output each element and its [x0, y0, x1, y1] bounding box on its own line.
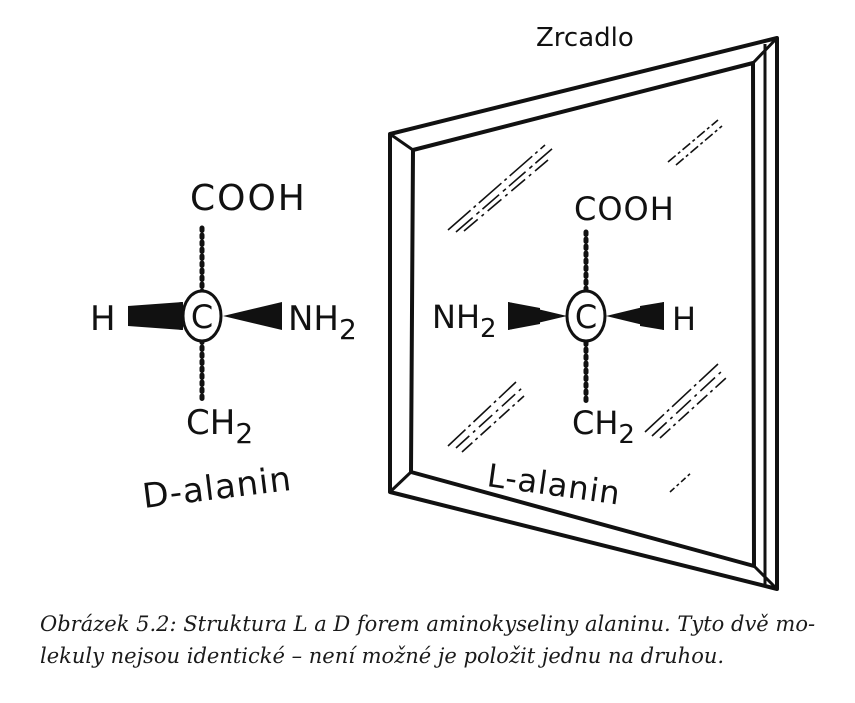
- d-alanin-name: D-alanin: [140, 459, 294, 517]
- d-center-atom: C: [191, 298, 213, 336]
- d-bottom-group-sub: 2: [235, 417, 253, 450]
- l-bottom-group-main: CH: [572, 404, 618, 442]
- l-center-atom: C: [575, 298, 597, 336]
- d-right-group: NH2: [288, 299, 357, 346]
- mirror-glare: [447, 119, 727, 493]
- d-right-group-main: NH: [288, 299, 339, 339]
- d-bottom-group: CH2: [186, 403, 253, 450]
- d-bottom-group-main: CH: [186, 403, 235, 443]
- l-bottom-group-sub: 2: [618, 420, 635, 450]
- d-center-ring: [181, 289, 223, 343]
- d-top-group: COOH: [190, 178, 307, 219]
- l-right-group: H: [672, 300, 696, 338]
- mirror-label: Zrcadlo: [536, 23, 634, 53]
- d-alanin-molecule: C COOH H NH2 CH2 D-alanin: [90, 178, 357, 517]
- l-alanin-molecule: C COOH NH2 H CH2 L-alanin: [432, 190, 696, 513]
- l-bottom-group: CH2: [572, 404, 635, 450]
- l-left-group: NH2: [432, 298, 497, 344]
- alanine-mirror-diagram: C COOH H NH2 CH2 D-alanin Zrcadlo: [90, 23, 779, 591]
- d-wedge-left-tip: [128, 302, 183, 330]
- l-left-group-main: NH: [432, 298, 480, 336]
- caption-line-2: lekuly nejsou identické – není možné je …: [40, 644, 725, 668]
- l-center-ring: [565, 289, 607, 343]
- d-wedge-right: [223, 302, 282, 330]
- l-top-group: COOH: [574, 190, 675, 228]
- d-left-group: H: [90, 299, 116, 339]
- figure-caption: Obrázek 5.2: Struktura L a D forem amino…: [40, 608, 830, 672]
- caption-line-1: Obrázek 5.2: Struktura L a D forem amino…: [40, 612, 816, 636]
- l-wedge-left-body: [508, 302, 540, 330]
- d-right-group-sub: 2: [339, 313, 357, 346]
- l-wedge-right-body: [640, 302, 664, 330]
- l-left-group-sub: 2: [480, 314, 497, 344]
